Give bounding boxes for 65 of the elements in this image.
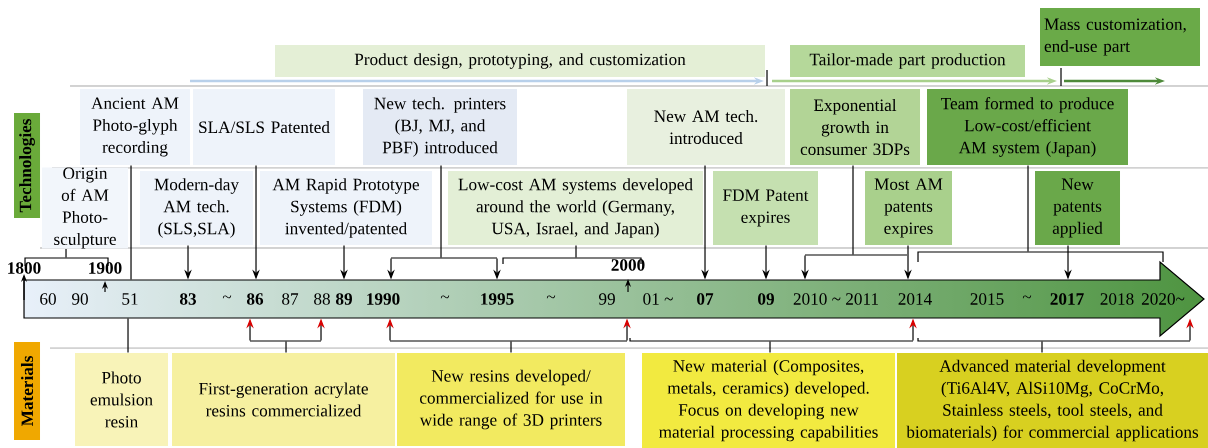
- event-box: AM Rapid Prototype Systems (FDM) invented/patented: [260, 171, 432, 245]
- year-label: 1800: [8, 262, 41, 274]
- year-label: ~: [222, 295, 232, 299]
- connector: [510, 340, 512, 354]
- year-label: 88: [314, 293, 330, 305]
- connector: [575, 244, 577, 259]
- event-box: New patents applied: [1035, 171, 1120, 245]
- node-label: Origin of AM Photo-sculpture: [54, 167, 116, 249]
- year-label: 09: [758, 293, 774, 305]
- material-box: New material (Composites, metals, ceramics) developed. Focus on developing new material processing capabilities: [642, 353, 895, 448]
- event-box: Modern-day AM tech. (SLS,SLA): [140, 171, 253, 245]
- year-label: 87: [282, 293, 299, 305]
- year-label: 2017: [1050, 293, 1084, 305]
- year-label: ~: [1022, 295, 1032, 299]
- phase-band: Tailor-made part production: [790, 45, 1025, 77]
- bracket: [629, 337, 914, 342]
- year-label: 07: [697, 293, 714, 305]
- connector: [127, 317, 129, 354]
- bracket: [917, 251, 1164, 263]
- year-label: 90: [72, 293, 88, 305]
- section-label: Technologies: [14, 113, 40, 218]
- event-box: Team formed to produce Low-cost/efficient AM system (Japan): [927, 89, 1128, 165]
- material-box: First-generation acrylate resins commercialized: [172, 353, 395, 446]
- bracket: [917, 337, 1191, 342]
- year-label: 01 ~: [643, 293, 673, 305]
- year-label: 2014: [898, 293, 932, 305]
- connector: [130, 164, 132, 281]
- year-label: 2018: [1100, 293, 1134, 305]
- connector: [440, 164, 442, 259]
- year-label: 89: [336, 293, 352, 305]
- year-label: 99: [599, 293, 615, 305]
- material-box: New resins developed/ commercialized for use in wide range of 3D printers: [397, 353, 625, 446]
- phase-band: Mass customization, end-use part: [1040, 8, 1200, 66]
- year-label: 51: [122, 293, 138, 305]
- year-label: 2000: [611, 259, 645, 271]
- event-box: New tech. printers (BJ, MJ, and PBF) introduced: [363, 89, 517, 165]
- event-box: Low-cost AM systems developed around the world (Germany, USA, Israel, and Japan): [448, 171, 703, 245]
- year-label: ~: [440, 295, 450, 299]
- event-box: Most AM patents expires: [865, 171, 952, 245]
- material-box: Advanced material development (Ti6Al4V, AlSi10Mg, CoCrMo, Stainless steels, tool steels, and biomaterials) for commercial applications: [897, 353, 1208, 448]
- connector: [65, 248, 67, 259]
- year-label: 86: [247, 293, 264, 305]
- phase-band: Product design, prototyping, and customization: [275, 45, 765, 77]
- material-box: Photo emulsion resin: [75, 353, 168, 446]
- section-label: Materials: [14, 342, 40, 440]
- event-box: Ancient AM Photo-glyph recording: [80, 89, 190, 165]
- event-box: SLA/SLS Patented: [193, 89, 335, 165]
- connector: [1027, 164, 1029, 253]
- year-label: 2020~: [1141, 293, 1185, 305]
- year-label: 83: [180, 293, 196, 305]
- connector: [1041, 340, 1043, 354]
- year-label: 1900: [89, 262, 122, 274]
- year-label: 2015: [970, 293, 1004, 305]
- year-label: 1990: [367, 293, 400, 305]
- event-box: Origin of AM Photo-sculpture: [42, 167, 128, 249]
- event-box: New AM tech. introduced: [627, 89, 785, 165]
- connector: [285, 340, 287, 354]
- event-box: FDM Patent expires: [713, 171, 818, 245]
- year-label: ~: [546, 295, 556, 299]
- year-label: 60: [40, 293, 56, 305]
- year-label: 1995: [481, 293, 514, 305]
- event-box: Exponential growth in consumer 3DPs: [790, 89, 920, 165]
- connector: [852, 164, 854, 256]
- connector: [769, 340, 771, 354]
- year-label: 2010 ~ 2011: [793, 293, 878, 305]
